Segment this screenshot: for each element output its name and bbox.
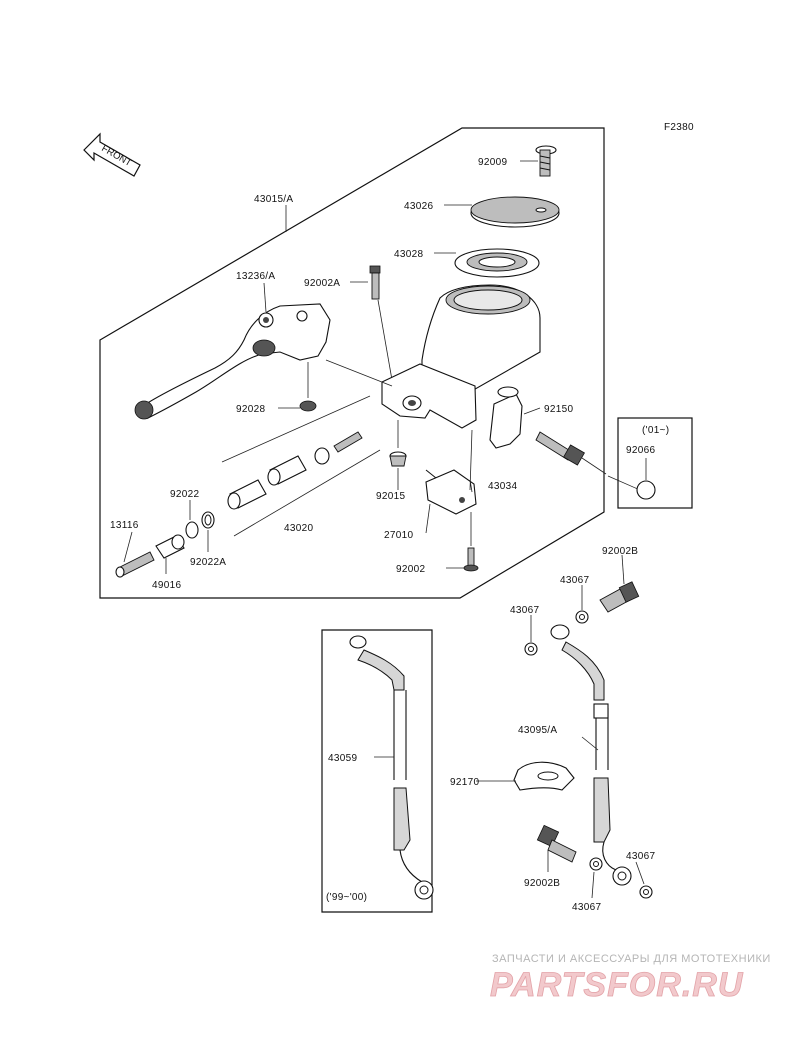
switch-27010-icon [425, 469, 477, 515]
label-43067-c: 43067 [626, 851, 655, 862]
master-cylinder-body-icon [381, 284, 541, 429]
label-92002A: 92002A [304, 278, 340, 289]
washer-43067-a-icon [575, 610, 589, 624]
label-43067-d: 43067 [572, 902, 601, 913]
label-92028: 92028 [236, 404, 265, 415]
label-92015: 92015 [376, 491, 405, 502]
piston-kit-43020-icon [227, 431, 363, 510]
pivot-92028-icon [299, 400, 317, 412]
label-92022: 92022 [170, 489, 199, 500]
inset-frame-99-00 [321, 629, 433, 913]
clamp-43034-icon [489, 386, 523, 449]
lever-13236A-icon [134, 303, 331, 420]
label-43067-a: 43067 [560, 575, 589, 586]
year-note-01: ('01~) [642, 425, 669, 436]
cap-92066-icon [636, 480, 656, 500]
figure-code: F2380 [664, 122, 694, 133]
watermark-logo: PARTSFOR.RU [490, 966, 744, 1004]
diaphragm-43028-icon [454, 248, 540, 278]
label-43095A: 43095/A [518, 725, 557, 736]
banjo-bolt-92002B-bottom-icon [536, 824, 577, 863]
boot-49016-icon [155, 534, 185, 559]
label-13116: 13116 [110, 520, 139, 531]
label-92002: 92002 [396, 564, 425, 575]
hose-43095A-icon [550, 624, 632, 886]
watermark-tagline: ЗАПЧАСТИ И АКСЕССУАРЫ ДЛЯ МОТОТЕХНИКИ [492, 953, 771, 965]
label-43015A: 43015/A [254, 194, 293, 205]
label-13236A: 13236/A [236, 271, 275, 282]
leader-lines [123, 160, 625, 899]
hose-43059-icon [349, 635, 434, 900]
label-92170: 92170 [450, 777, 479, 788]
washer-43067-c-icon [589, 857, 603, 871]
banjo-bolt-92002B-top-icon [599, 581, 640, 613]
label-27010: 27010 [384, 530, 413, 541]
label-43026: 43026 [404, 201, 433, 212]
pushrod-13116-icon [115, 551, 155, 578]
screw-92009-icon [535, 145, 557, 177]
year-note-99-00: ('99~'00) [326, 892, 367, 903]
label-92009: 92009 [478, 157, 507, 168]
label-92002B-bottom: 92002B [524, 878, 560, 889]
label-49016: 49016 [152, 580, 181, 591]
front-arrow-icon: FRONT [83, 132, 141, 177]
label-92150: 92150 [544, 404, 573, 415]
assembly-frame [99, 127, 605, 599]
washer-43067-d-icon [639, 885, 653, 899]
label-43059: 43059 [328, 753, 357, 764]
clamp-92170-icon [513, 761, 575, 791]
bolt-92150-icon [535, 431, 585, 466]
label-43067-b: 43067 [510, 605, 539, 616]
label-92022A: 92022A [190, 557, 226, 568]
inset-frame-01 [617, 417, 693, 509]
screw-92002A-icon [369, 265, 381, 300]
label-92066: 92066 [626, 445, 655, 456]
washer-43067-b-icon [524, 642, 538, 656]
circlip-92022A-icon [201, 511, 215, 529]
label-43028: 43028 [394, 249, 423, 260]
label-43020: 43020 [284, 523, 313, 534]
screw-92002-icon [463, 547, 479, 572]
bushing-92015-icon [389, 451, 407, 467]
label-43034: 43034 [488, 481, 517, 492]
reservoir-cap-43026-icon [470, 196, 560, 228]
label-92002B-top: 92002B [602, 546, 638, 557]
seal-92022-icon [185, 521, 199, 539]
